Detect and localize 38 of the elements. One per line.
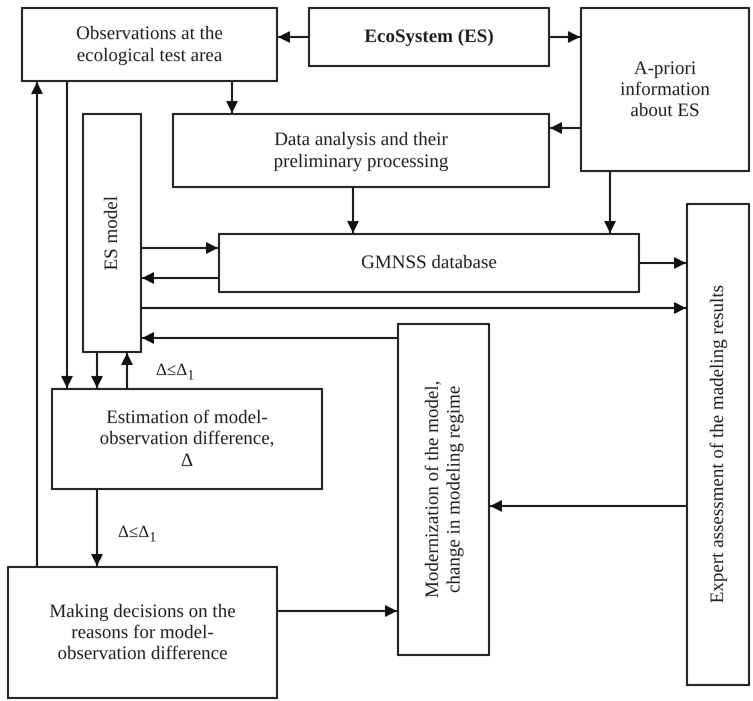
process-box: [51, 388, 323, 490]
arrow: [31, 82, 43, 566]
box-label: Making decisions on the reasons for model- observation difference: [49, 600, 236, 664]
box-label: Estimation of model-observation difference, Δ: [98, 407, 276, 471]
box-label: Expert assessment of the madeling results: [707, 285, 729, 604]
arrow: [142, 302, 686, 314]
box-label: Observations at the ecological test area: [75, 23, 224, 66]
arrow: [91, 353, 103, 388]
box-label: GMNSS database: [361, 252, 497, 274]
arrow: [142, 332, 397, 344]
arrow: [550, 31, 580, 43]
arrow: [347, 188, 359, 233]
process-box: [218, 233, 640, 293]
box-label: Data analysis and their preliminary processing: [272, 129, 450, 172]
process-box: [82, 113, 142, 353]
box-label: A-priori information about ES: [619, 58, 711, 122]
arrow: [278, 31, 308, 43]
process-box: [686, 203, 750, 686]
process-box: [308, 7, 550, 67]
arrow: [142, 272, 218, 284]
arrow: [121, 353, 133, 388]
arrow: [61, 82, 73, 388]
arrow: [640, 257, 686, 269]
arrow: [91, 490, 103, 566]
arrow: [604, 172, 616, 233]
arrow: [550, 122, 580, 134]
process-box: [7, 566, 278, 699]
box-label: Modernization of the model, change in modeling regime: [422, 380, 465, 600]
process-box: [580, 7, 750, 172]
process-box: [172, 113, 550, 188]
arrow: [490, 500, 686, 512]
box-label: EcoSystem (ES): [364, 26, 494, 48]
arrow: [278, 605, 397, 617]
arrow: [226, 82, 238, 113]
process-box: [21, 7, 278, 82]
arrow: [142, 242, 218, 254]
box-label: ES model: [101, 196, 123, 270]
process-box: [397, 323, 490, 656]
